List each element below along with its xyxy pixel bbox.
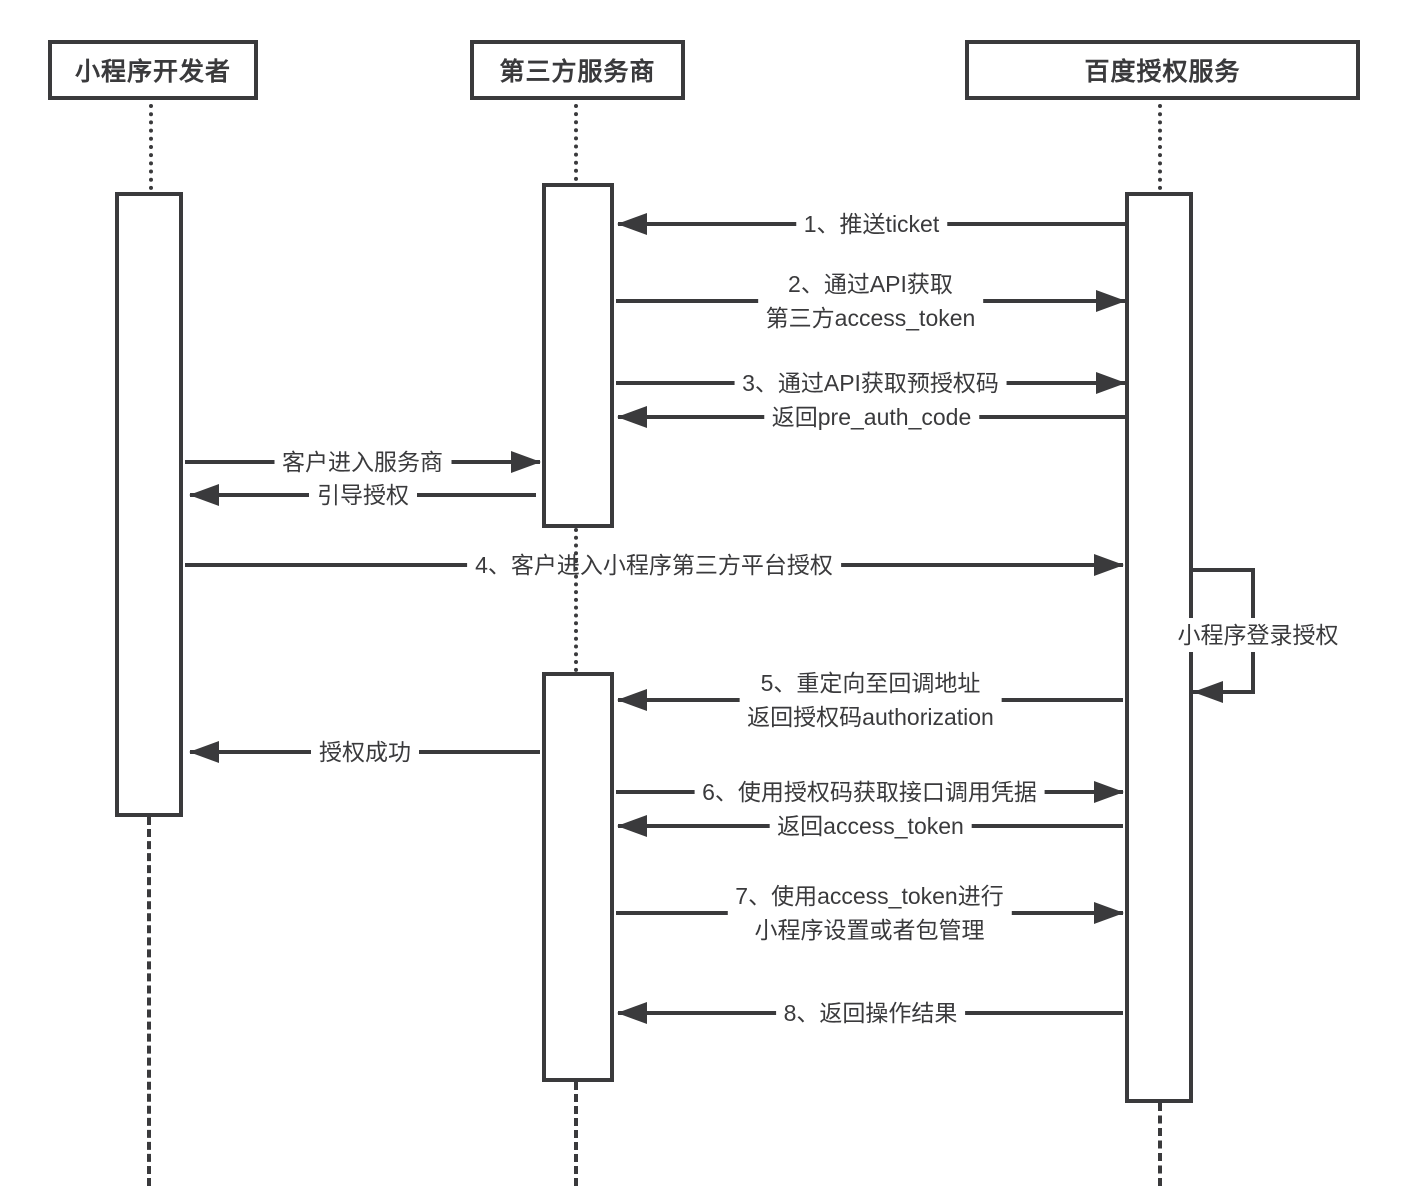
actor-label: 第三方服务商	[499, 58, 656, 86]
message-label: 3、通过API获取预授权码	[734, 366, 1007, 400]
lifeline-third-party-bottom	[574, 1082, 578, 1186]
message-arrow-get-access-token: 2、通过API获取 第三方access_token	[616, 267, 1126, 335]
lifeline-baidu-top	[1158, 104, 1162, 190]
message-label: 7、使用access_token进行 小程序设置或者包管理	[727, 879, 1012, 947]
arrowhead-left-icon	[189, 484, 219, 506]
lifeline-developer-bottom	[147, 817, 151, 1186]
activation-bar-third-party-1	[542, 183, 614, 528]
message-arrow-platform-auth: 4、客户进入小程序第三方平台授权	[185, 548, 1124, 582]
arrowhead-right-icon	[1096, 290, 1126, 312]
message-arrow-redirect-callback: 5、重定向至回调地址 返回授权码authorization	[617, 666, 1123, 734]
lifeline-developer-top	[149, 104, 153, 190]
arrowhead-right-icon	[1094, 554, 1124, 576]
self-loop-label: 小程序登录授权	[1171, 618, 1345, 652]
actor-box-baidu-auth: 百度授权服务	[965, 40, 1360, 100]
message-label: 5、重定向至回调地址 返回授权码authorization	[739, 666, 1002, 734]
arrowhead-left-icon	[189, 741, 219, 763]
arrowhead-left-icon	[617, 213, 647, 235]
message-arrow-customer-enters: 客户进入服务商	[185, 445, 541, 479]
message-label: 授权成功	[311, 735, 419, 769]
message-arrow-return-access-token: 返回access_token	[617, 809, 1123, 843]
message-label: 8、返回操作结果	[775, 996, 966, 1030]
message-label: 返回access_token	[769, 809, 972, 843]
message-arrow-auth-success: 授权成功	[189, 735, 540, 769]
arrowhead-left-icon	[617, 689, 647, 711]
message-label: 1、推送ticket	[795, 207, 948, 241]
message-arrow-push-ticket: 1、推送ticket	[617, 207, 1125, 241]
activation-bar-developer	[115, 192, 183, 817]
message-label: 引导授权	[309, 478, 417, 512]
arrowhead-left-icon	[617, 815, 647, 837]
arrowhead-right-icon	[1096, 372, 1126, 394]
message-arrow-return-result: 8、返回操作结果	[617, 996, 1123, 1030]
message-label: 4、客户进入小程序第三方平台授权	[467, 548, 841, 582]
arrowhead-right-icon	[1094, 781, 1124, 803]
arrowhead-left-icon	[1193, 681, 1223, 703]
message-arrow-return-preauth-code: 返回pre_auth_code	[617, 400, 1125, 434]
message-arrow-guide-auth: 引导授权	[189, 478, 536, 512]
message-arrow-get-preauth-code: 3、通过API获取预授权码	[616, 366, 1126, 400]
message-label: 客户进入服务商	[274, 445, 451, 479]
lifeline-third-party-middle	[574, 528, 578, 672]
arrowhead-left-icon	[617, 406, 647, 428]
actor-label: 百度授权服务	[1084, 58, 1241, 86]
lifeline-baidu-bottom	[1158, 1103, 1162, 1186]
self-loop-top-line	[1193, 568, 1255, 572]
message-label: 2、通过API获取 第三方access_token	[757, 267, 984, 335]
arrowhead-right-icon	[511, 451, 541, 473]
actor-label: 小程序开发者	[74, 58, 231, 86]
message-label: 返回pre_auth_code	[763, 400, 980, 434]
message-arrow-get-credential: 6、使用授权码获取接口调用凭据	[616, 775, 1124, 809]
message-label: 6、使用授权码获取接口调用凭据	[694, 775, 1045, 809]
activation-bar-third-party-2	[542, 672, 614, 1082]
arrowhead-left-icon	[617, 1002, 647, 1024]
self-loop-bottom-line	[1193, 690, 1255, 694]
message-arrow-use-access-token: 7、使用access_token进行 小程序设置或者包管理	[616, 879, 1124, 947]
actor-box-third-party: 第三方服务商	[470, 40, 685, 100]
lifeline-third-party-top	[574, 104, 578, 181]
actor-box-developer: 小程序开发者	[48, 40, 258, 100]
arrowhead-right-icon	[1094, 902, 1124, 924]
